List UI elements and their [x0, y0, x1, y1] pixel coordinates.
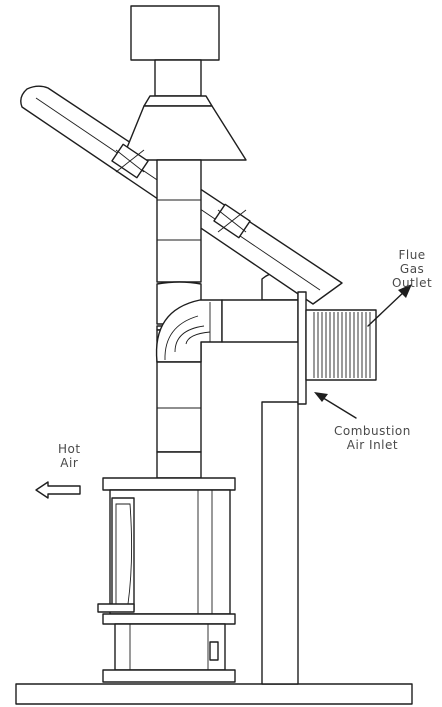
combustion-air-inlet-label: Combustion Air Inlet: [334, 424, 411, 452]
upper-flue-pipe: [121, 59, 247, 331]
floor-hearth: [15, 683, 413, 705]
hot-air-label: Hot Air: [58, 442, 81, 470]
horizontal-vent-pipe: [221, 299, 299, 343]
combustion-air-arrow-icon: [314, 392, 357, 419]
flue-gas-arrow-icon: [367, 284, 412, 327]
stove: [97, 477, 236, 683]
interior-wall: [261, 271, 299, 685]
roof-support-left: [111, 143, 149, 179]
roof-support-right: [213, 203, 251, 239]
chimney-cap: [130, 5, 220, 61]
hot-air-arrow-icon: [35, 481, 81, 499]
flue-gas-outlet-label: Flue Gas Outlet: [392, 248, 433, 290]
vent-termination: [305, 309, 377, 381]
wall-thimble: [297, 291, 307, 405]
stove-pipe: [155, 299, 223, 479]
